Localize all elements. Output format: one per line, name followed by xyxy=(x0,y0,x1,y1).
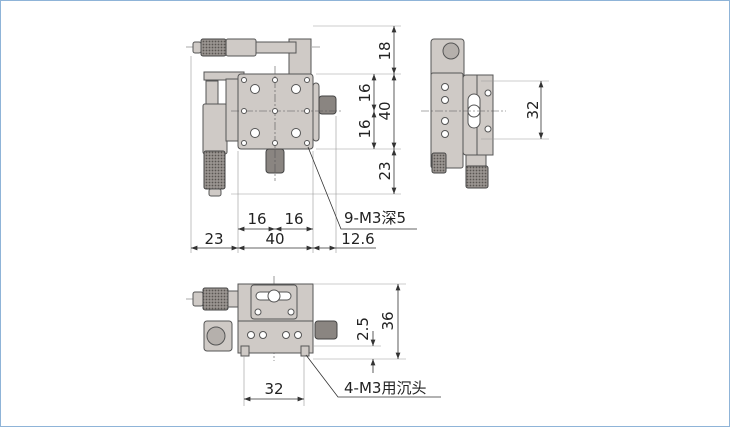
dim-2-5: 2.5 xyxy=(354,317,372,341)
dim-23-vertical: 23 xyxy=(376,161,394,180)
micrometer-body xyxy=(225,38,257,57)
micrometer-body-vertical xyxy=(202,103,228,155)
micrometer-knurl-left xyxy=(203,150,226,190)
micrometer-knurl-top xyxy=(200,38,227,57)
dim-32-front: 32 xyxy=(264,380,283,398)
dim-32-side: 32 xyxy=(524,100,542,119)
mounting-holes xyxy=(241,77,310,146)
callout-leader-front xyxy=(305,354,441,398)
dim-16-left: 16 xyxy=(247,210,266,228)
top-view: 18 40 23 16 16 16 16 23 40 12.6 9-M3深5 xyxy=(186,25,417,253)
dim-12-6: 12.6 xyxy=(341,230,374,248)
dim-18: 18 xyxy=(376,41,394,60)
dim-40-horizontal: 40 xyxy=(265,230,284,248)
dim-36: 36 xyxy=(379,311,397,330)
front-lock-knob xyxy=(314,320,338,340)
side-view: 32 xyxy=(421,38,549,189)
callout-leader xyxy=(307,146,417,230)
front-view: 36 2.5 32 4-M3用沉头 xyxy=(186,276,441,406)
front-screws xyxy=(247,331,302,339)
dim-16-right: 16 xyxy=(284,210,303,228)
micrometer-sleeve xyxy=(255,41,297,54)
side-screws xyxy=(441,83,492,138)
callout-holes: 9-M3深5 xyxy=(344,209,406,227)
dim-16-lower: 16 xyxy=(356,119,374,138)
side-knurl xyxy=(465,165,489,189)
lock-knob-right xyxy=(318,95,337,115)
dim-40-vertical: 40 xyxy=(376,101,394,120)
front-knurl xyxy=(202,287,229,311)
callout-counterbore: 4-M3用沉头 xyxy=(344,379,426,397)
dim-16-upper: 16 xyxy=(356,83,374,102)
dim-23-horizontal: 23 xyxy=(204,230,223,248)
